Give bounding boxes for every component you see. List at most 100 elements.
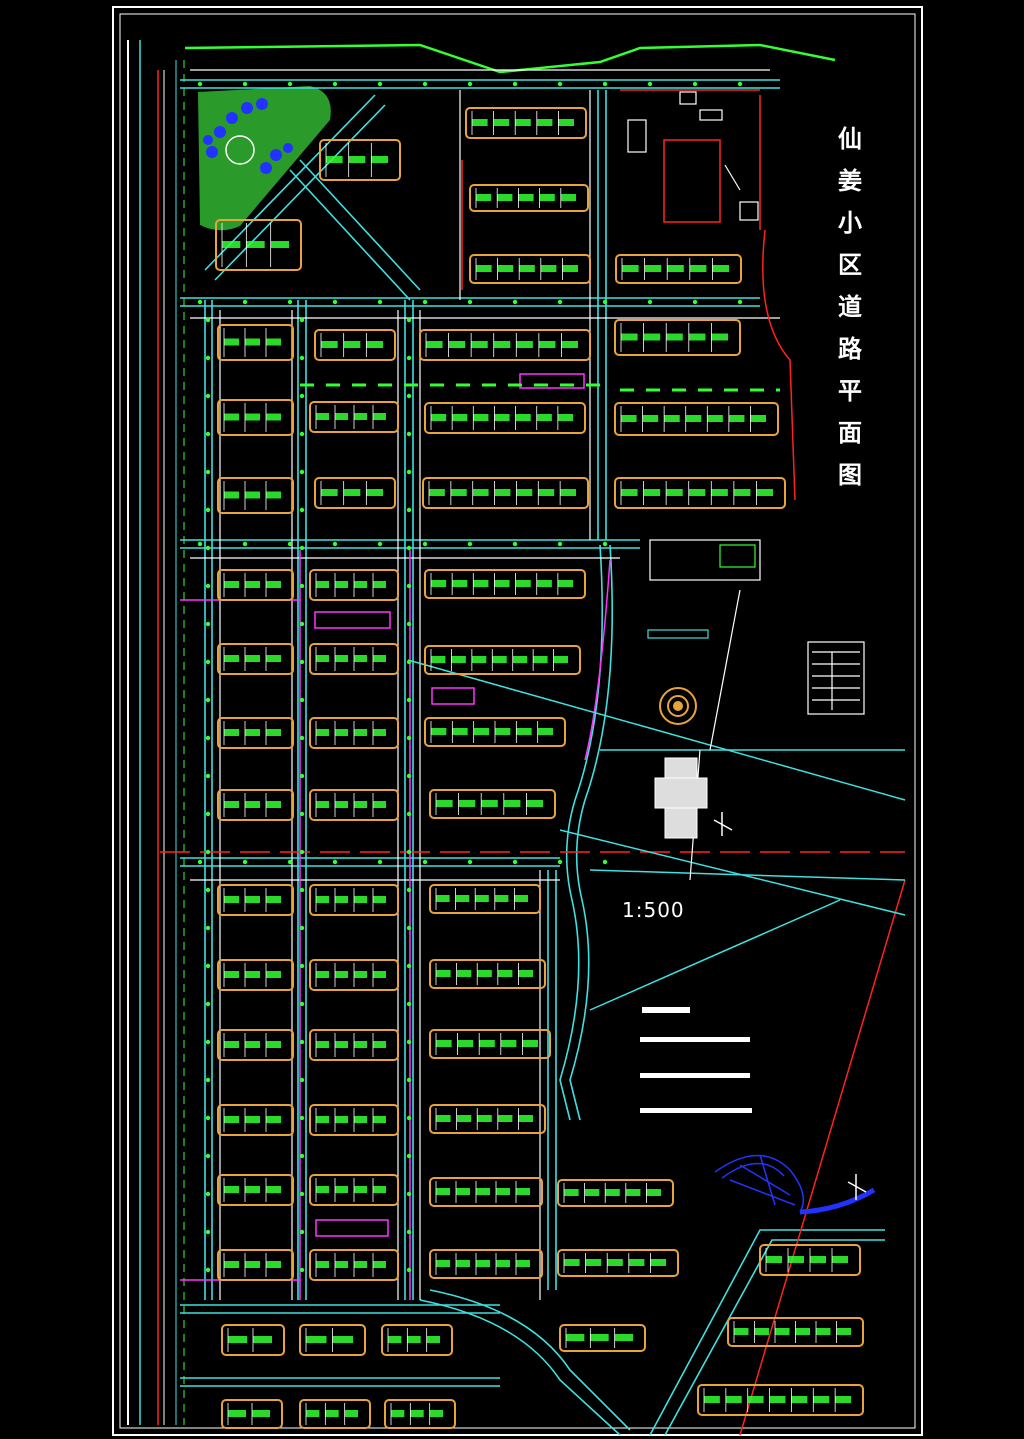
building-unit-mark	[224, 655, 239, 662]
survey-point	[205, 963, 211, 969]
building-unit-mark	[621, 415, 637, 422]
building-unit-mark	[476, 1188, 490, 1195]
north-arrow-south	[847, 1174, 867, 1200]
building-unit-mark	[366, 489, 383, 496]
building-unit-mark	[471, 656, 487, 663]
building-unit-mark	[476, 1260, 490, 1267]
title-char: 平	[838, 376, 862, 405]
building-unit-mark	[734, 1328, 749, 1335]
building-unit-mark	[316, 581, 329, 588]
survey-point	[299, 1001, 305, 1007]
building-unit-mark	[536, 119, 553, 126]
building-block	[614, 402, 779, 436]
building-unit-mark	[321, 341, 338, 348]
survey-point	[287, 541, 293, 547]
building-unit-mark	[436, 800, 453, 807]
survey-point	[197, 859, 203, 865]
survey-point	[557, 859, 563, 865]
building-unit-mark	[224, 801, 239, 808]
survey-point	[205, 507, 211, 513]
building-block	[217, 1104, 294, 1136]
building-block	[319, 139, 401, 181]
building-unit-mark	[456, 1115, 472, 1122]
building-unit-mark	[228, 1336, 247, 1343]
building-unit-mark	[516, 1188, 530, 1195]
building-unit-mark	[354, 971, 367, 978]
legend-box	[807, 641, 865, 715]
building-unit-mark	[539, 194, 555, 201]
building-unit-mark	[514, 895, 528, 902]
survey-point	[299, 469, 305, 475]
survey-point	[406, 1191, 412, 1197]
building-unit-mark	[266, 896, 281, 903]
survey-point	[205, 887, 211, 893]
building-unit-mark	[496, 1260, 510, 1267]
building-unit-mark	[494, 489, 511, 496]
building-block	[559, 1324, 646, 1352]
survey-point	[205, 925, 211, 931]
survey-point	[242, 81, 248, 87]
survey-point	[205, 811, 211, 817]
survey-point	[406, 773, 412, 779]
building-block	[429, 959, 546, 989]
building-unit-mark	[354, 655, 367, 662]
building-unit-mark	[450, 489, 467, 496]
building-block	[217, 324, 294, 361]
building-unit-mark	[224, 338, 239, 346]
building-unit-mark	[481, 800, 498, 807]
survey-point	[299, 583, 305, 589]
survey-point	[299, 507, 305, 513]
building-unit-mark	[373, 801, 386, 808]
survey-point	[299, 811, 305, 817]
building-unit-mark	[643, 333, 661, 341]
title-char: 姜	[838, 166, 862, 195]
building-block	[299, 1399, 371, 1429]
building-unit-mark	[224, 1261, 239, 1268]
survey-point	[512, 541, 518, 547]
survey-point	[406, 621, 412, 627]
building-block	[465, 107, 587, 139]
building-unit-mark	[448, 341, 466, 348]
building-unit-mark	[456, 970, 472, 977]
building-unit-mark	[832, 1256, 848, 1263]
building-unit-mark	[452, 728, 468, 735]
building-unit-mark	[621, 489, 638, 496]
survey-point	[406, 1267, 412, 1273]
building-unit-mark	[373, 729, 386, 736]
building-block	[429, 1029, 551, 1059]
building-unit-mark	[457, 1040, 474, 1047]
building-unit-mark	[515, 580, 531, 587]
building-unit-mark	[245, 1186, 260, 1193]
building-unit-mark	[493, 341, 511, 348]
building-unit-mark	[246, 241, 265, 248]
building-unit-mark	[564, 1189, 579, 1196]
building-unit-mark	[348, 156, 366, 163]
building-unit-mark	[245, 729, 260, 736]
building-unit-mark	[436, 1115, 451, 1122]
building-unit-mark	[584, 1189, 600, 1196]
survey-point	[332, 299, 338, 305]
survey-point	[299, 431, 305, 437]
building-block	[384, 1399, 456, 1429]
building-unit-mark	[316, 1261, 329, 1268]
building-unit-mark	[813, 1396, 830, 1403]
building-block	[557, 1249, 679, 1277]
building-unit-mark	[335, 581, 348, 588]
building-unit-mark	[436, 1260, 450, 1267]
survey-point	[205, 1001, 211, 1007]
building-unit-mark	[436, 1040, 452, 1047]
building-unit-mark	[224, 971, 239, 978]
building-unit-mark	[494, 895, 509, 902]
building-unit-mark	[540, 265, 557, 272]
building-unit-mark	[533, 656, 548, 663]
survey-point	[197, 299, 203, 305]
building-unit-mark	[224, 491, 239, 499]
building-unit-mark	[436, 970, 451, 977]
building-unit-mark	[557, 580, 573, 587]
building-unit-mark	[494, 580, 510, 587]
survey-point	[287, 859, 293, 865]
building-unit-mark	[410, 1410, 424, 1417]
survey-point	[299, 393, 305, 399]
survey-point	[299, 887, 305, 893]
